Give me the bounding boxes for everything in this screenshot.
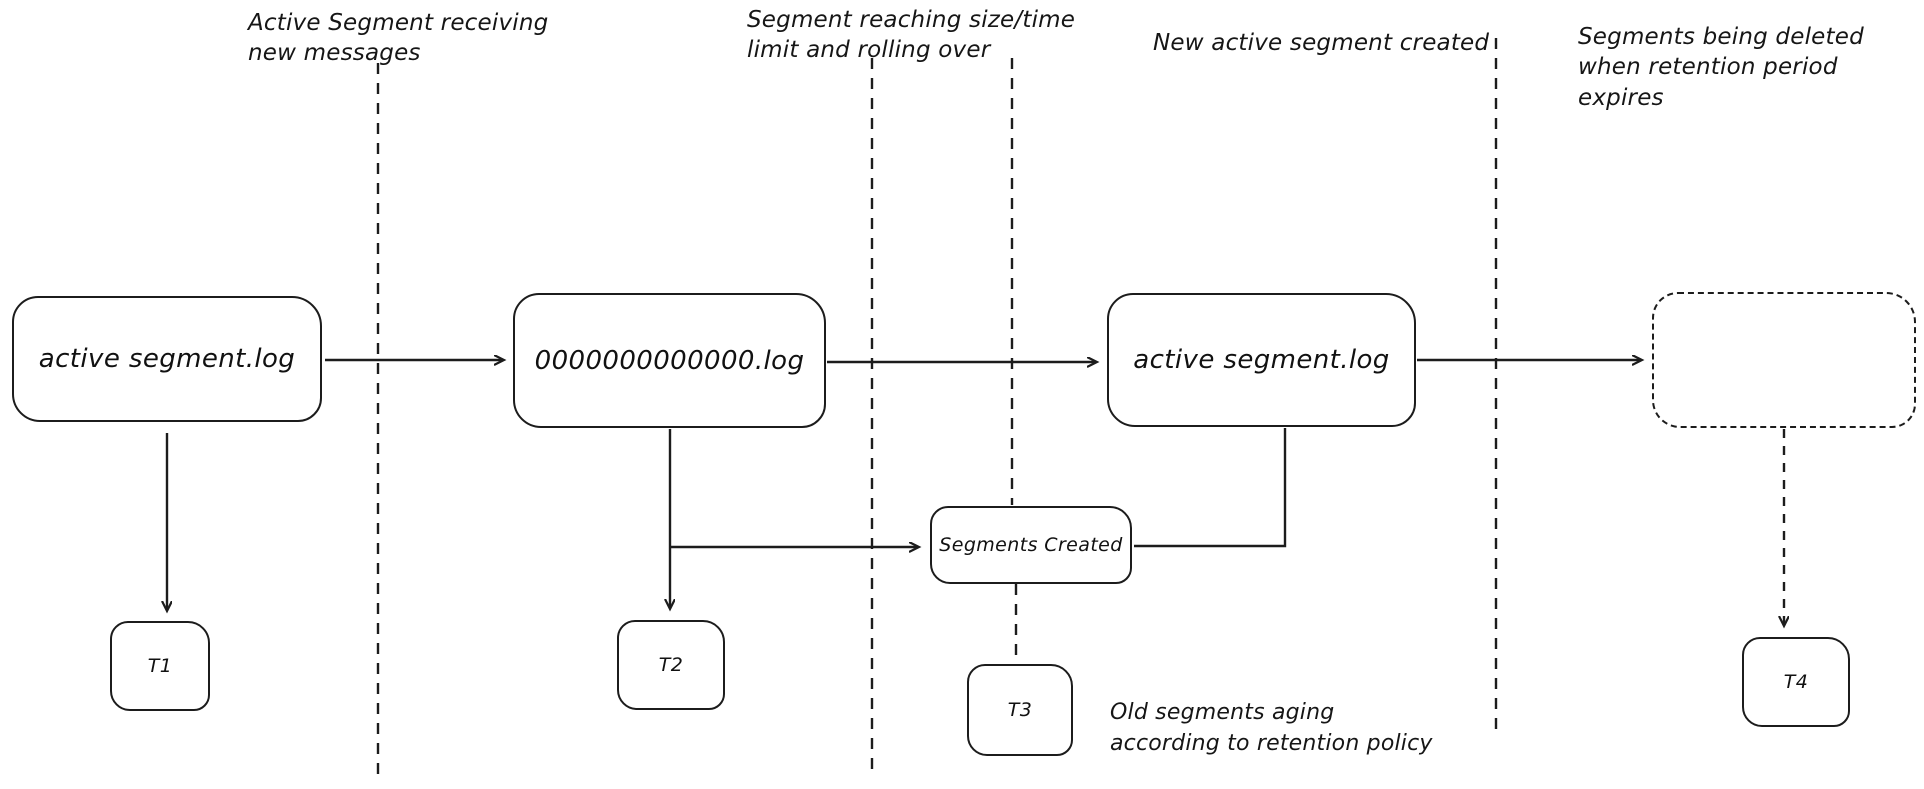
node-t2-label: T2 — [658, 654, 684, 676]
node-rolled-segment-label: 0000000000000.log — [534, 345, 805, 376]
annotation-stage-4: Segments being deleted when retention pe… — [1578, 24, 1864, 111]
node-t2: T2 — [617, 620, 725, 710]
annotation-stage-3: New active segment created — [1153, 30, 1490, 56]
node-t4: T4 — [1742, 637, 1850, 727]
node-active-segment-1: active segment.log — [12, 296, 322, 422]
annotation-stage-1: Active Segment receiving new messages — [248, 10, 549, 67]
node-t4-label: T4 — [1783, 671, 1809, 693]
node-t1-label: T1 — [147, 655, 173, 677]
note-retention-policy: Old segments aging according to retentio… — [1110, 700, 1433, 756]
node-t1: T1 — [110, 621, 210, 711]
node-active-segment-1-label: active segment.log — [38, 344, 296, 374]
node-active-segment-2-label: active segment.log — [1133, 345, 1390, 375]
node-rolled-segment: 0000000000000.log — [513, 293, 826, 428]
node-segments-created-label: Segments Created — [939, 534, 1123, 556]
node-t3: T3 — [967, 664, 1073, 756]
node-segments-created: Segments Created — [930, 506, 1132, 584]
node-active-segment-2: active segment.log — [1107, 293, 1416, 427]
node-deleted-segment — [1652, 292, 1916, 428]
node-t3-label: T3 — [1007, 699, 1033, 721]
connector-segment3-to-segments-created — [1134, 428, 1287, 548]
annotation-stage-2: Segment reaching size/time limit and rol… — [747, 7, 1076, 64]
